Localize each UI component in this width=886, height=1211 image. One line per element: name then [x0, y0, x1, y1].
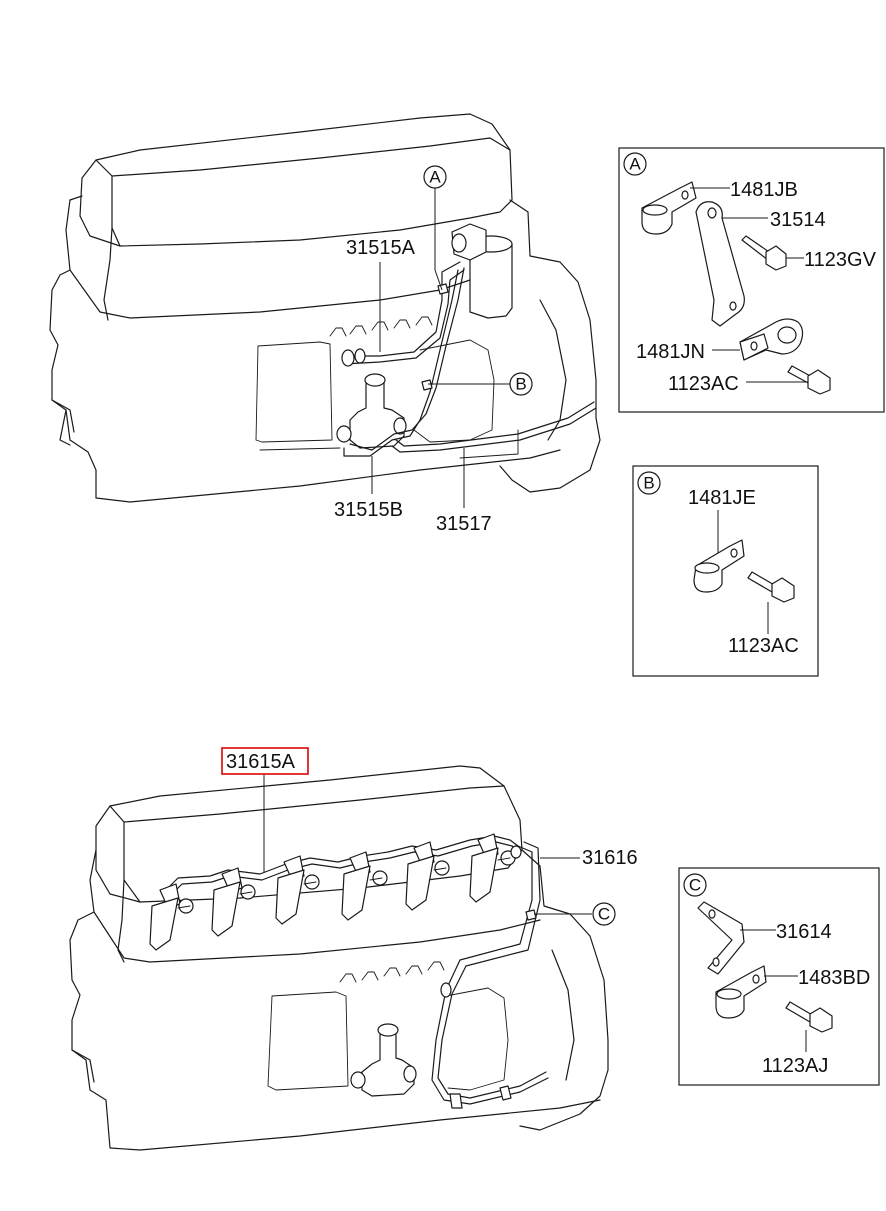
- callout-a-letter: A: [429, 168, 441, 187]
- label-31615A[interactable]: 31615A: [226, 751, 296, 773]
- injector-2: [211, 867, 256, 937]
- callout-c-bottom[interactable]: C: [592, 902, 616, 926]
- detail-c-box: C: [678, 867, 880, 1086]
- detail-b-letter: B: [643, 474, 654, 493]
- callout-b-top[interactable]: B: [509, 372, 533, 396]
- label-1123AC-b[interactable]: 1123AC: [728, 635, 799, 657]
- injector-1: [149, 883, 194, 951]
- label-1481JB[interactable]: 1481JB: [730, 179, 798, 201]
- detail-c-badge: [683, 873, 707, 897]
- label-1481JE[interactable]: 1481JE: [688, 487, 756, 509]
- bottom-engine-illustration: [69, 765, 609, 1151]
- injector-5: [405, 841, 450, 911]
- top-leaders: [371, 188, 510, 508]
- label-31517[interactable]: 31517: [436, 513, 492, 535]
- top-engine-illustration: [49, 113, 601, 503]
- callout-a-top[interactable]: A: [423, 165, 447, 189]
- label-1123AJ[interactable]: 1123AJ: [762, 1055, 828, 1077]
- label-31514[interactable]: 31514: [770, 209, 826, 231]
- label-31515B[interactable]: 31515B: [334, 499, 403, 521]
- injector-6: [469, 833, 522, 903]
- callout-c-letter: C: [598, 905, 610, 924]
- label-1481JN[interactable]: 1481JN: [636, 341, 705, 363]
- detail-a-letter: A: [629, 155, 641, 174]
- label-31616[interactable]: 31616: [582, 847, 638, 869]
- detail-a-box: A: [618, 147, 885, 413]
- injector-4: [341, 851, 388, 921]
- detail-b-box: B: [632, 465, 819, 677]
- label-1123AC-a[interactable]: 1123AC: [668, 373, 739, 395]
- callout-b-letter: B: [515, 375, 526, 394]
- detail-b-badge: [637, 471, 661, 495]
- detail-a-badge: [623, 152, 647, 176]
- injector-3: [275, 855, 320, 925]
- label-31614[interactable]: 31614: [776, 921, 832, 943]
- part-31615A-highlight[interactable]: 31615A: [221, 747, 309, 775]
- bottom-leaders: [263, 774, 592, 915]
- detail-c-letter: C: [689, 876, 701, 895]
- label-1123GV[interactable]: 1123GV: [804, 249, 877, 271]
- label-1483BD[interactable]: 1483BD: [798, 967, 870, 989]
- label-31515A[interactable]: 31515A: [346, 237, 416, 259]
